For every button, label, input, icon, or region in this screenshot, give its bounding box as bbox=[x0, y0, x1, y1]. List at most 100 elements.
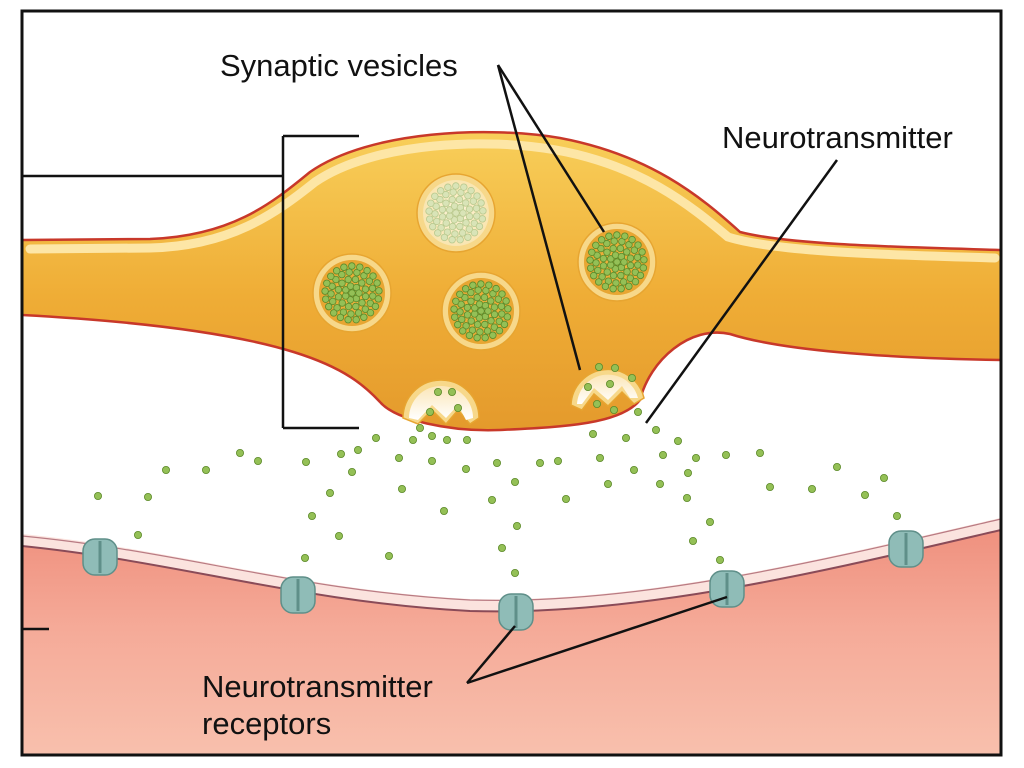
neurotransmitter-dot bbox=[456, 308, 464, 316]
neurotransmitter-dot bbox=[610, 237, 618, 245]
vesicle-top bbox=[416, 173, 496, 253]
neurotransmitter-molecule bbox=[593, 399, 602, 408]
receptor bbox=[280, 576, 316, 614]
neurotransmitter-dot bbox=[628, 235, 636, 244]
neurotransmitter-molecule bbox=[706, 518, 715, 527]
neurotransmitter-dot bbox=[358, 279, 366, 287]
neurotransmitter-dot bbox=[490, 303, 499, 311]
neurotransmitter-molecule bbox=[253, 456, 262, 465]
neurotransmitter-molecule bbox=[510, 569, 519, 578]
neurotransmitter-molecule bbox=[371, 433, 380, 442]
vesicle-center bbox=[441, 271, 521, 351]
neurotransmitter-molecule bbox=[604, 479, 613, 488]
neurotransmitter-dot bbox=[336, 313, 345, 322]
neurotransmitter-dot bbox=[465, 212, 474, 221]
neurotransmitter-dot bbox=[333, 304, 341, 312]
neurotransmitter-dot bbox=[450, 202, 459, 210]
neurotransmitter-dot bbox=[478, 215, 487, 223]
neurotransmitter-dot bbox=[425, 207, 433, 215]
fusing-vesicle-right bbox=[570, 368, 645, 411]
neurotransmitter-dot bbox=[603, 239, 611, 248]
neurotransmitter-dot bbox=[500, 320, 509, 329]
neurotransmitter-dot bbox=[471, 304, 479, 312]
neurotransmitter-dot bbox=[470, 228, 479, 237]
neurotransmitter-dot bbox=[475, 222, 484, 231]
neurotransmitter-dot bbox=[639, 264, 648, 272]
neurotransmitter-molecule bbox=[425, 407, 434, 416]
neurotransmitter-dot bbox=[636, 271, 645, 280]
neurotransmitter-dot bbox=[472, 204, 481, 212]
neurotransmitter-dot bbox=[456, 290, 464, 298]
neurotransmitter-dot bbox=[605, 232, 613, 240]
neurotransmitter-dot bbox=[490, 310, 499, 319]
neurotransmitter-dot bbox=[346, 282, 355, 290]
neurotransmitter-dot bbox=[599, 262, 608, 270]
neurotransmitter-dot bbox=[481, 333, 489, 342]
neurotransmitter-dot bbox=[360, 313, 368, 321]
neurotransmitter-molecule bbox=[596, 453, 605, 462]
neurotransmitter-molecule bbox=[756, 448, 765, 457]
neurotransmitter-molecule bbox=[492, 458, 501, 467]
neurotransmitter-molecule bbox=[652, 425, 661, 434]
neurotransmitter-dot bbox=[322, 295, 330, 303]
neurotransmitter-dot bbox=[451, 230, 459, 238]
neurotransmitter-molecule bbox=[497, 544, 506, 553]
neurotransmitter-molecule bbox=[808, 484, 817, 493]
neurotransmitter-molecule bbox=[301, 457, 310, 466]
neurotransmitter-dot bbox=[375, 287, 383, 295]
neurotransmitter-dot bbox=[438, 205, 447, 214]
neurotransmitter-dot bbox=[612, 279, 620, 287]
neurotransmitter-dot bbox=[586, 256, 594, 264]
neurotransmitter-dot bbox=[599, 254, 608, 263]
postsynaptic-membrane-line bbox=[22, 529, 1001, 613]
neurotransmitter-dot bbox=[436, 187, 445, 195]
neurotransmitter-dot bbox=[365, 277, 374, 285]
neurotransmitter-dot bbox=[623, 268, 631, 276]
neurotransmitter-dot bbox=[611, 251, 620, 259]
neurotransmitter-molecule bbox=[584, 382, 593, 391]
neurotransmitter-dot bbox=[434, 229, 442, 237]
neurotransmitter-dot bbox=[332, 267, 341, 275]
neurotransmitter-dot bbox=[498, 290, 506, 298]
neurotransmitter-molecule bbox=[201, 465, 210, 474]
neurotransmitter-molecule bbox=[133, 531, 142, 540]
neurotransmitter-dot bbox=[630, 246, 639, 254]
neurotransmitter-dot bbox=[340, 263, 348, 271]
neurotransmitter-dot bbox=[448, 236, 456, 244]
neurotransmitter-dot bbox=[352, 315, 360, 324]
neurotransmitter-dot bbox=[626, 274, 635, 282]
neurotransmitter-molecule bbox=[334, 532, 343, 541]
label-synaptic-vesicles: Synaptic vesicles bbox=[220, 48, 458, 83]
neurotransmitter-molecule bbox=[611, 363, 620, 372]
neurotransmitter-molecule bbox=[722, 450, 731, 459]
neurotransmitter-molecules bbox=[94, 362, 902, 578]
neurotransmitter-molecule bbox=[94, 491, 103, 500]
neurotransmitter-dot bbox=[465, 331, 474, 340]
neurotransmitter-dot bbox=[361, 292, 370, 301]
neurotransmitter-dot bbox=[442, 219, 450, 227]
neurotransmitter-dot bbox=[492, 284, 500, 293]
neurotransmitter-dot bbox=[363, 266, 371, 275]
neurotransmitter-molecule bbox=[513, 522, 522, 531]
neurotransmitter-molecule bbox=[453, 403, 462, 412]
neurotransmitter-dot bbox=[433, 217, 441, 226]
neurotransmitter-dot bbox=[625, 282, 633, 290]
neurotransmitter-dot bbox=[361, 305, 370, 313]
neurotransmitter-dot bbox=[589, 271, 598, 280]
neurotransmitter-dot bbox=[463, 303, 472, 312]
receptor bbox=[709, 570, 745, 608]
neurotransmitter-dot bbox=[348, 289, 356, 297]
neurotransmitter-dot bbox=[592, 259, 600, 267]
neurotransmitter-molecule bbox=[336, 449, 345, 458]
neurotransmitter-dot bbox=[356, 263, 364, 271]
neurotransmitter-dot bbox=[588, 248, 596, 256]
neurotransmitter-molecule bbox=[427, 456, 436, 465]
label-neurotransmitter: Neurotransmitter bbox=[722, 120, 953, 155]
neurotransmitter-dot bbox=[613, 231, 621, 239]
neurotransmitter-dot bbox=[609, 271, 618, 280]
neurotransmitter-dot bbox=[445, 212, 454, 220]
neurotransmitter-dot bbox=[467, 297, 475, 305]
neurotransmitter-molecule bbox=[439, 506, 448, 515]
leader-lines bbox=[466, 64, 839, 685]
